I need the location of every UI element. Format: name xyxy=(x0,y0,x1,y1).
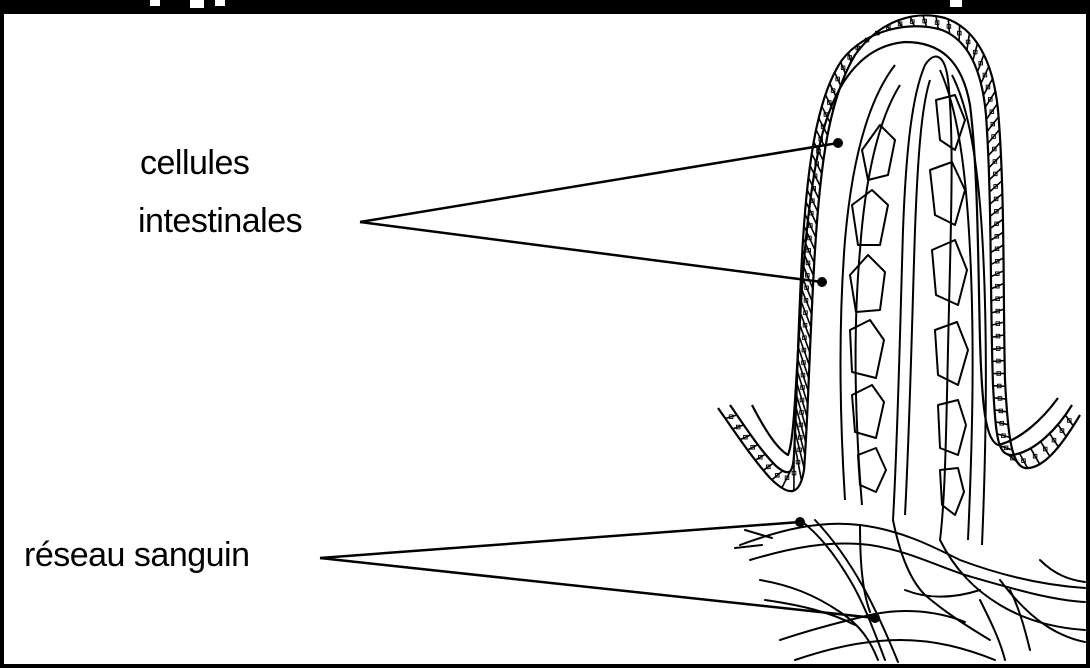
cell-wall xyxy=(967,34,970,51)
cell-wall xyxy=(988,130,1000,144)
pointer-dot-cells-upper xyxy=(833,138,843,148)
pointer-dot-blood-upper xyxy=(795,517,805,527)
cell-wall xyxy=(992,348,1004,350)
cell-wall xyxy=(991,245,1004,253)
cell-wall xyxy=(981,66,989,83)
cell-wall xyxy=(830,83,837,98)
label-cells-line2: intestinales xyxy=(138,204,302,238)
cell-wall xyxy=(994,398,1006,399)
cell-wall xyxy=(948,19,949,33)
cell-wall xyxy=(1058,425,1066,437)
cell-wall xyxy=(991,309,1004,313)
cell-wall xyxy=(986,104,997,120)
cell-wall xyxy=(990,207,1003,217)
cell-wall xyxy=(959,25,960,41)
capillary-network xyxy=(840,57,985,545)
cell-wall xyxy=(992,361,1004,362)
cell-wall xyxy=(990,194,1003,204)
cell-wall xyxy=(1041,442,1050,457)
cell-wall xyxy=(991,258,1004,265)
cell-wall xyxy=(992,335,1004,337)
cell-wall xyxy=(995,410,1008,412)
cell-wall xyxy=(1031,448,1040,464)
pointer-cells-upper xyxy=(360,143,838,222)
pointer-dot-cells-lower xyxy=(817,277,827,287)
pointer-lines xyxy=(320,143,875,618)
cell-wall xyxy=(993,386,1005,387)
cell-wall xyxy=(1050,434,1059,447)
cell-wall xyxy=(988,142,1000,155)
pointer-cells-lower xyxy=(360,222,822,282)
cell-wall xyxy=(987,117,999,132)
cell-wall xyxy=(725,415,737,419)
label-blood-network: réseau sanguin xyxy=(24,538,250,572)
title-bar xyxy=(0,0,1090,14)
cell-wall xyxy=(923,15,927,26)
cell-wall xyxy=(1065,415,1073,426)
cell-wall xyxy=(989,168,1001,180)
cell-wall xyxy=(990,181,1003,192)
pointer-blood-upper xyxy=(320,522,800,558)
cell-wall xyxy=(990,219,1003,228)
pointer-dot-blood-lower xyxy=(870,613,880,623)
cell-wall xyxy=(800,298,811,327)
cell-wall xyxy=(849,53,852,63)
cell-wall xyxy=(936,16,939,29)
cell-wall xyxy=(989,155,1001,168)
cell-wall xyxy=(992,322,1005,325)
cell-wall xyxy=(763,463,773,470)
cell-wall xyxy=(983,79,992,96)
cell-wall xyxy=(985,91,995,107)
label-cells-line1: cellules xyxy=(140,146,249,180)
cell-wall xyxy=(996,422,1009,425)
base-blood-network xyxy=(735,520,1085,662)
cell-wall xyxy=(997,434,1010,438)
cell-wall xyxy=(991,232,1004,240)
cell-wall xyxy=(772,471,783,480)
